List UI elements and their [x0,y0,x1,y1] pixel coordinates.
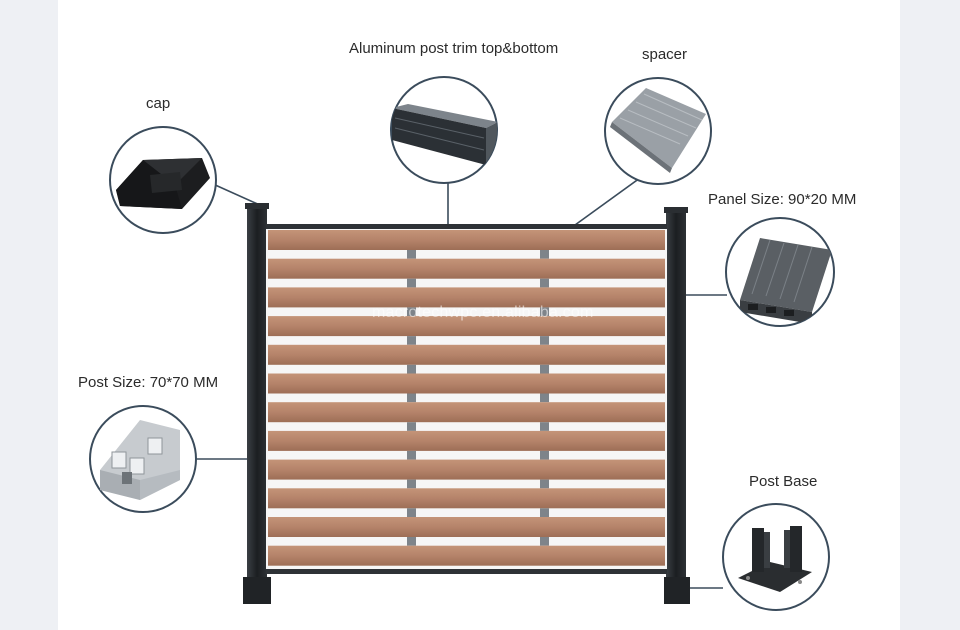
slat-spacer [407,393,416,403]
panel-size-label: Panel Size: 90*20 MM [708,191,857,208]
slat-spacer [540,393,549,403]
slat-spacer [407,336,416,345]
fence-slat [268,287,665,308]
fence-slat [268,373,665,394]
slat-spacer [407,278,416,288]
fence-slat [268,316,665,337]
slat-spacer [540,508,549,517]
fence-slat [268,344,665,365]
post-base-label: Post Base [749,473,818,490]
fence-slat [268,545,665,566]
slat-spacer [540,307,549,317]
slat-spacer [407,307,416,317]
fence-slat [268,230,665,250]
left-post [243,203,271,604]
slat-spacer [407,422,416,431]
fence-slat [268,459,665,480]
slat-spacer [540,450,549,460]
fence-slat [268,488,665,509]
slat-spacer [407,537,416,546]
fence-slat [268,402,665,423]
slat-spacer [407,479,416,489]
right-post [664,207,690,604]
fence-panel [266,224,667,574]
post-size-label: Post Size: 70*70 MM [78,374,219,391]
slat-spacer [407,450,416,460]
slat-spacer [540,364,549,374]
spacer-label: spacer [642,46,688,63]
cap-label: cap [146,95,171,112]
fence-slat [268,517,665,537]
slat-spacer [540,278,549,288]
slat-spacer [407,508,416,517]
watermark-text: macrotechwpc.en.alibaba.com [372,304,594,321]
slat-spacer [540,422,549,431]
slat-spacer [540,479,549,489]
slat-spacer [540,537,549,546]
fence-slat [268,430,665,451]
slat-spacer [540,250,549,259]
slat-spacer [407,364,416,374]
trim-label: Aluminum post trim top&bottom [349,40,559,57]
slat-spacer [407,250,416,259]
fence-slat [268,258,665,279]
slat-spacer [540,336,549,345]
